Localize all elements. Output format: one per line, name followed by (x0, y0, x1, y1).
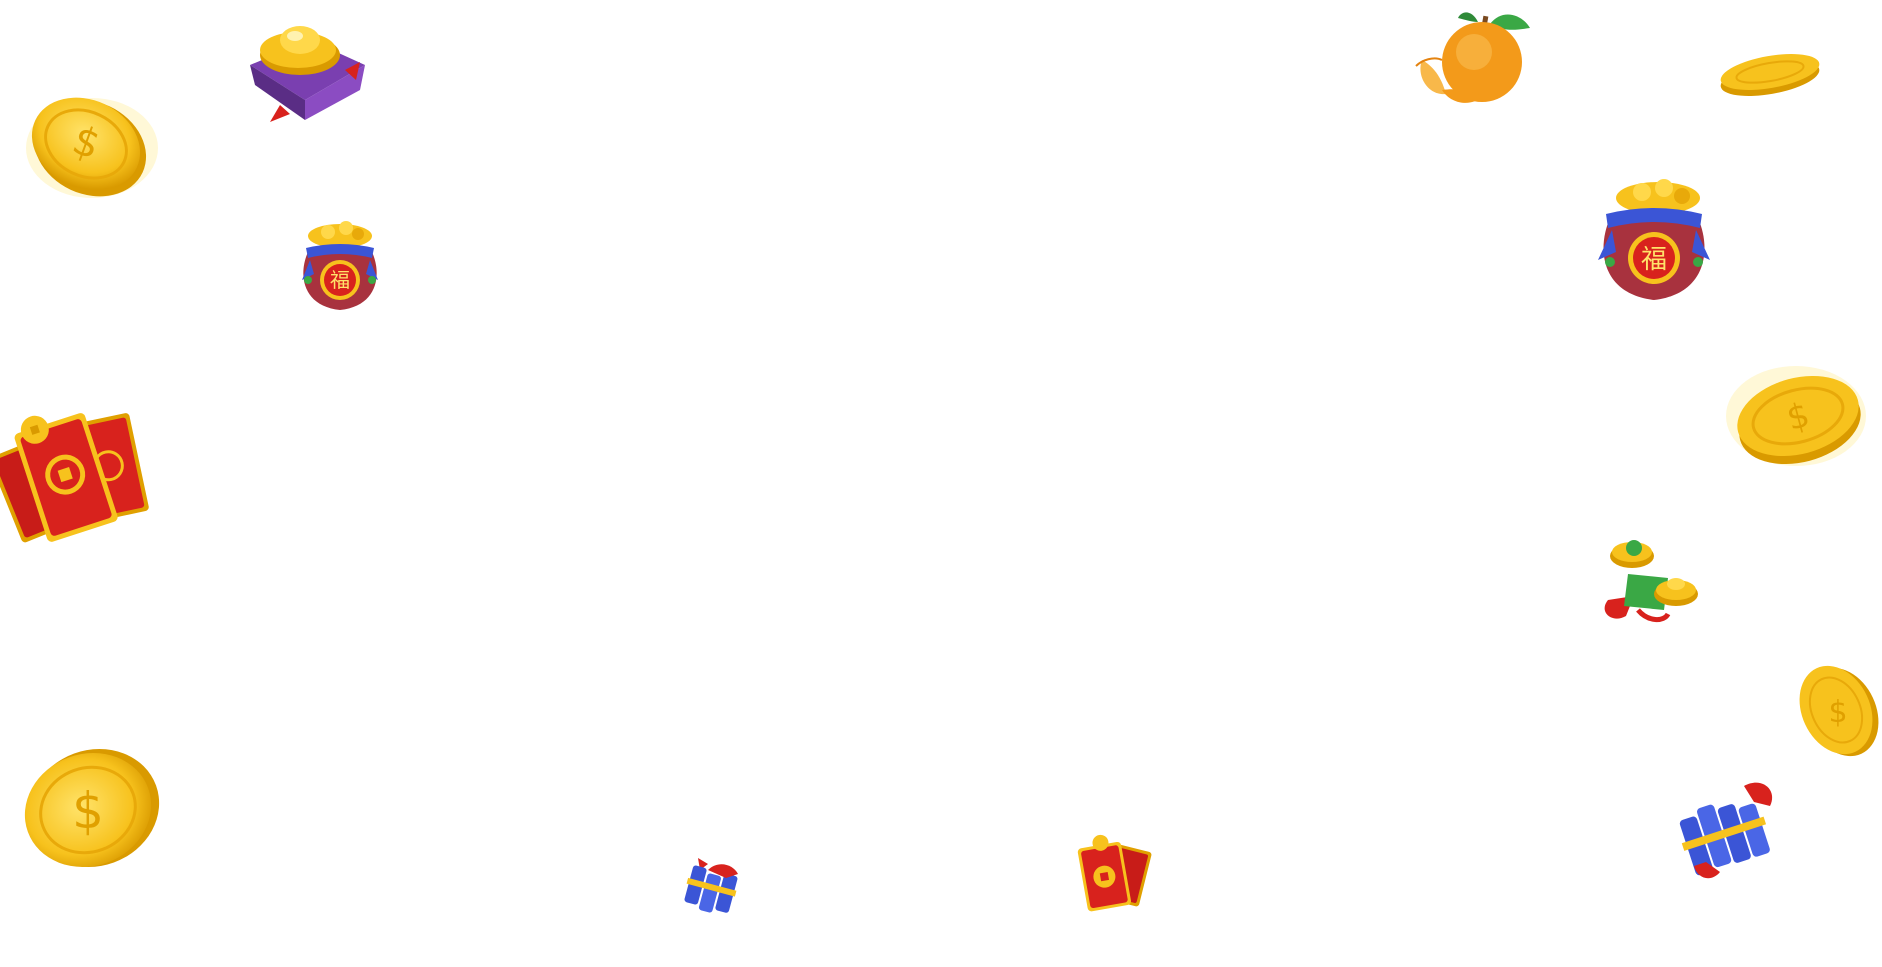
red-envelopes-icon (1072, 830, 1152, 916)
gold-ingot-charm-icon (1598, 530, 1704, 624)
mandarin-orange-icon (1412, 6, 1552, 122)
gold-ingot-pouch-icon (240, 10, 370, 130)
fu-glyph: 福 (1641, 245, 1667, 275)
gold-coin-icon: $ (14, 742, 164, 876)
firecrackers-icon (1674, 776, 1784, 884)
lucky-bag-icon: 福 (288, 214, 392, 318)
red-envelopes-icon (0, 390, 149, 550)
gold-coin-icon: $ (20, 86, 160, 206)
firecrackers-icon (678, 850, 758, 930)
svg-text:$: $ (1828, 695, 1847, 730)
gold-coin-icon: $ (1796, 660, 1880, 760)
lucky-bag-icon: 福 (1584, 170, 1724, 306)
gold-coin-icon: $ (1722, 364, 1870, 474)
svg-text:$: $ (72, 782, 104, 840)
gold-coin-icon (1718, 44, 1822, 100)
fu-glyph: 福 (330, 268, 350, 292)
